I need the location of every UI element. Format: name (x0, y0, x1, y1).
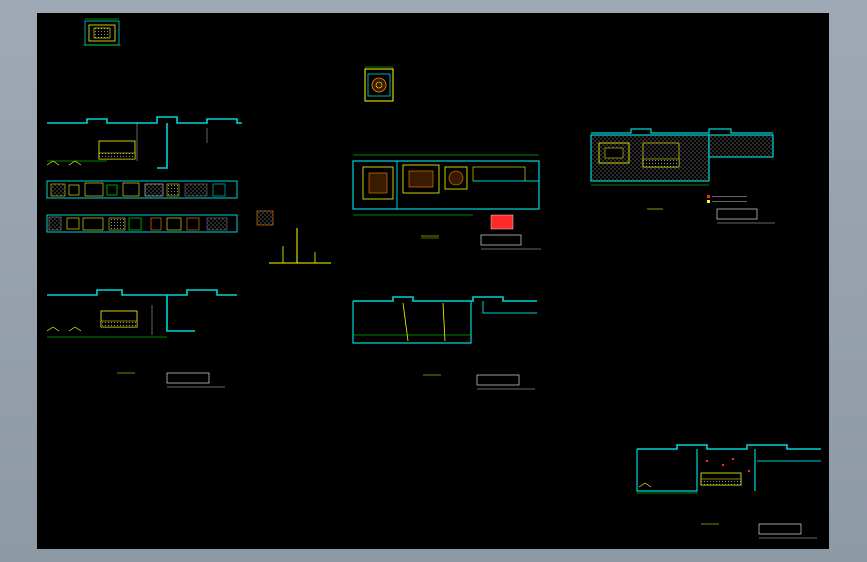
drawing-plan-left-2[interactable] (46, 289, 237, 338)
legend-block-center[interactable] (480, 214, 541, 250)
stamp-block-bottom-right[interactable] (758, 523, 817, 539)
cad-model-space[interactable] (37, 13, 829, 549)
legend-block-right[interactable] (707, 195, 747, 203)
stamp-block-right-1[interactable] (716, 208, 775, 224)
drawing-elevation-strip-2[interactable] (46, 214, 238, 233)
title-block-center-1[interactable] (421, 235, 439, 239)
cad-drawing-canvas[interactable] (37, 13, 829, 549)
drawing-elevation-small[interactable] (83, 18, 121, 46)
drawing-section-lines[interactable] (269, 228, 331, 264)
drawing-plan-bottom-right[interactable] (636, 444, 821, 494)
drawing-detail-icon[interactable] (256, 210, 274, 226)
drawing-plan-left-1[interactable] (46, 116, 242, 169)
drawing-ceiling-detail[interactable] (364, 66, 394, 102)
stamp-block-left-2[interactable] (166, 372, 225, 388)
drawing-elevation-strip-1[interactable] (46, 180, 238, 199)
drawing-ceiling-plan-center[interactable] (352, 154, 540, 216)
stamp-block-center-2[interactable] (476, 374, 535, 390)
drawing-floor-plan-right[interactable] (590, 128, 774, 186)
drawing-plan-center-2[interactable] (352, 296, 537, 344)
